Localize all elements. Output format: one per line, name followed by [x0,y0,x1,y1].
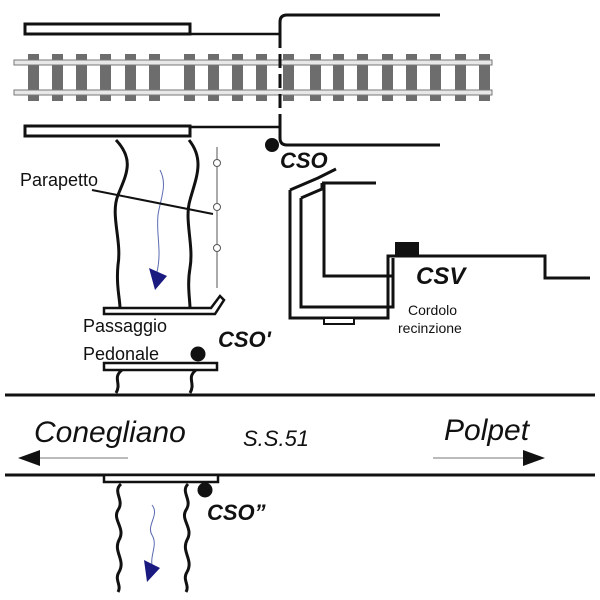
cso-label: CSO [280,148,328,173]
cso-prime-label: CSO' [218,327,272,352]
railway-tie [357,54,368,101]
pedestrian-walkway-slab [102,361,219,372]
arrow-left-icon [18,450,40,466]
railway-tie [430,54,441,101]
cso-double-prime-point-marker [197,482,213,498]
parapetto-label: Parapetto [20,170,98,190]
railway-tie [479,54,490,101]
flow-arrow-icon [144,560,160,582]
railway-tie [333,54,344,101]
stream-upper-section [102,138,226,316]
railway-tie [149,54,160,101]
railway-tie [256,54,267,101]
railway-tie [52,54,63,101]
flow-line [150,504,156,566]
polpet-label: Polpet [444,414,531,447]
railway-tie [382,54,393,101]
csv-label: CSV [416,263,467,290]
conegliano-label: Conegliano [34,416,186,449]
cso-prime-point-marker [190,346,206,362]
flow-arrow-icon [149,268,167,290]
railway-bridge-lower-edge [23,124,440,147]
railway-tie [28,54,39,101]
cordolo-label: Cordolo [408,302,457,318]
railway-tie [208,54,219,101]
road-name-label: S.S.51 [243,426,309,451]
railway-bridge-upper-edge [23,13,440,36]
parapetto-leader-line [91,189,214,215]
railway-tie [232,54,243,101]
railway-tie [406,54,417,101]
fence-curb-structure [288,167,590,325]
railway-rail [13,89,493,96]
cso-double-prime-label: CSO” [207,500,266,525]
pedonale-label: Pedonale [83,344,159,364]
arrow-right-icon [523,450,545,466]
railway-tie [125,54,136,101]
passaggio-label: Passaggio [83,316,167,336]
csv-sensor-block [395,242,419,255]
railway-rail [13,59,493,66]
flow-line [156,169,164,273]
railway-tie [100,54,111,101]
railway-tie [283,54,294,101]
railway-tie [184,54,195,101]
recinzione-label: recinzione [398,320,462,336]
cso-point-marker [265,138,279,152]
railway-tie [76,54,87,101]
railway-tie [455,54,466,101]
railway-track [13,54,493,101]
railway-tie [310,54,321,101]
stream-lower-section [102,473,220,593]
